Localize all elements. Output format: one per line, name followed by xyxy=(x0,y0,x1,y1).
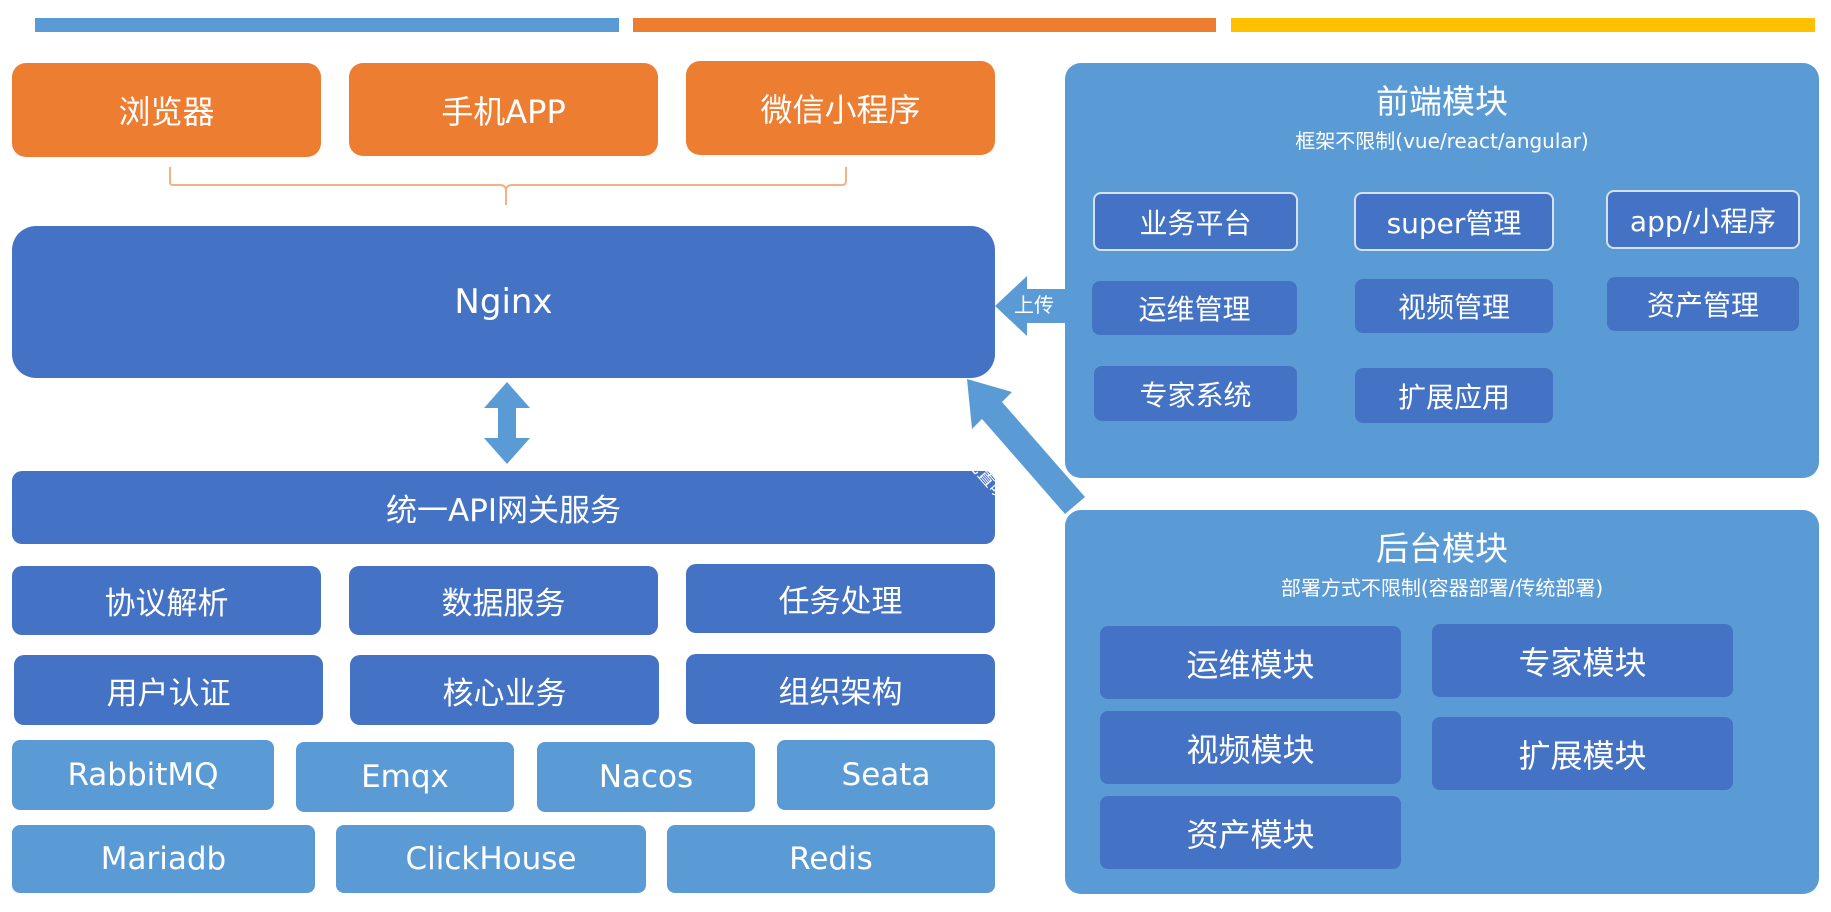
upload-label: 上传 xyxy=(1014,293,1054,317)
client-wechat-miniprogram: 微信小程序 xyxy=(686,61,995,155)
frontend-expert-system: 专家系统 xyxy=(1094,366,1297,421)
backend-panel: 后台模块 部署方式不限制(容器部署/传统部署) 运维模块 专家模块 视频模块 扩… xyxy=(1065,510,1819,894)
backend-ops-module: 运维模块 xyxy=(1100,626,1401,699)
middleware-clickhouse: ClickHouse xyxy=(336,825,646,893)
top-bar-orange xyxy=(633,18,1216,32)
frontend-asset-management: 资产管理 xyxy=(1607,277,1799,331)
backend-asset-module: 资产模块 xyxy=(1100,796,1401,869)
middleware-seata: Seata xyxy=(777,740,995,810)
upload-arrow xyxy=(995,276,1067,336)
top-bar-blue xyxy=(35,18,619,32)
service-organization: 组织架构 xyxy=(686,654,995,724)
frontend-title: 前端模块 xyxy=(1376,82,1508,121)
service-user-auth: 用户认证 xyxy=(14,655,323,725)
client-browser: 浏览器 xyxy=(12,63,321,157)
frontend-app-miniprogram: app/小程序 xyxy=(1606,190,1800,249)
nginx-box: Nginx xyxy=(12,226,995,378)
frontend-subtitle: 框架不限制(vue/react/angular) xyxy=(1295,129,1589,153)
client-brace xyxy=(169,167,847,205)
service-task-processing: 任务处理 xyxy=(686,564,995,633)
backend-subtitle: 部署方式不限制(容器部署/传统部署) xyxy=(1280,576,1604,600)
backend-expert-module: 专家模块 xyxy=(1432,624,1733,697)
client-mobile-app: 手机APP xyxy=(349,63,658,156)
frontend-super-admin: super管理 xyxy=(1354,192,1554,251)
backend-extension-module: 扩展模块 xyxy=(1432,717,1733,790)
api-gateway: 统一API网关服务 xyxy=(12,471,995,544)
backend-title: 后台模块 xyxy=(1376,529,1508,568)
frontend-panel: 前端模块 框架不限制(vue/react/angular) 业务平台 super… xyxy=(1065,63,1819,478)
middleware-redis: Redis xyxy=(667,825,995,893)
middleware-emqx: Emqx xyxy=(296,742,514,812)
frontend-video-management: 视频管理 xyxy=(1355,279,1553,333)
double-arrow xyxy=(484,382,530,464)
middleware-nacos: Nacos xyxy=(537,742,755,812)
service-protocol-parsing: 协议解析 xyxy=(12,566,321,635)
middleware-mariadb: Mariadb xyxy=(12,825,315,893)
frontend-extension-apps: 扩展应用 xyxy=(1355,368,1553,423)
backend-video-module: 视频模块 xyxy=(1100,711,1401,784)
frontend-ops-management: 运维管理 xyxy=(1092,281,1297,335)
config-mapping-arrow xyxy=(967,379,1085,514)
service-data: 数据服务 xyxy=(349,566,658,635)
frontend-business-platform: 业务平台 xyxy=(1093,192,1298,251)
top-bar-yellow xyxy=(1231,18,1815,32)
service-core-business: 核心业务 xyxy=(350,655,659,725)
middleware-rabbitmq: RabbitMQ xyxy=(12,740,274,810)
